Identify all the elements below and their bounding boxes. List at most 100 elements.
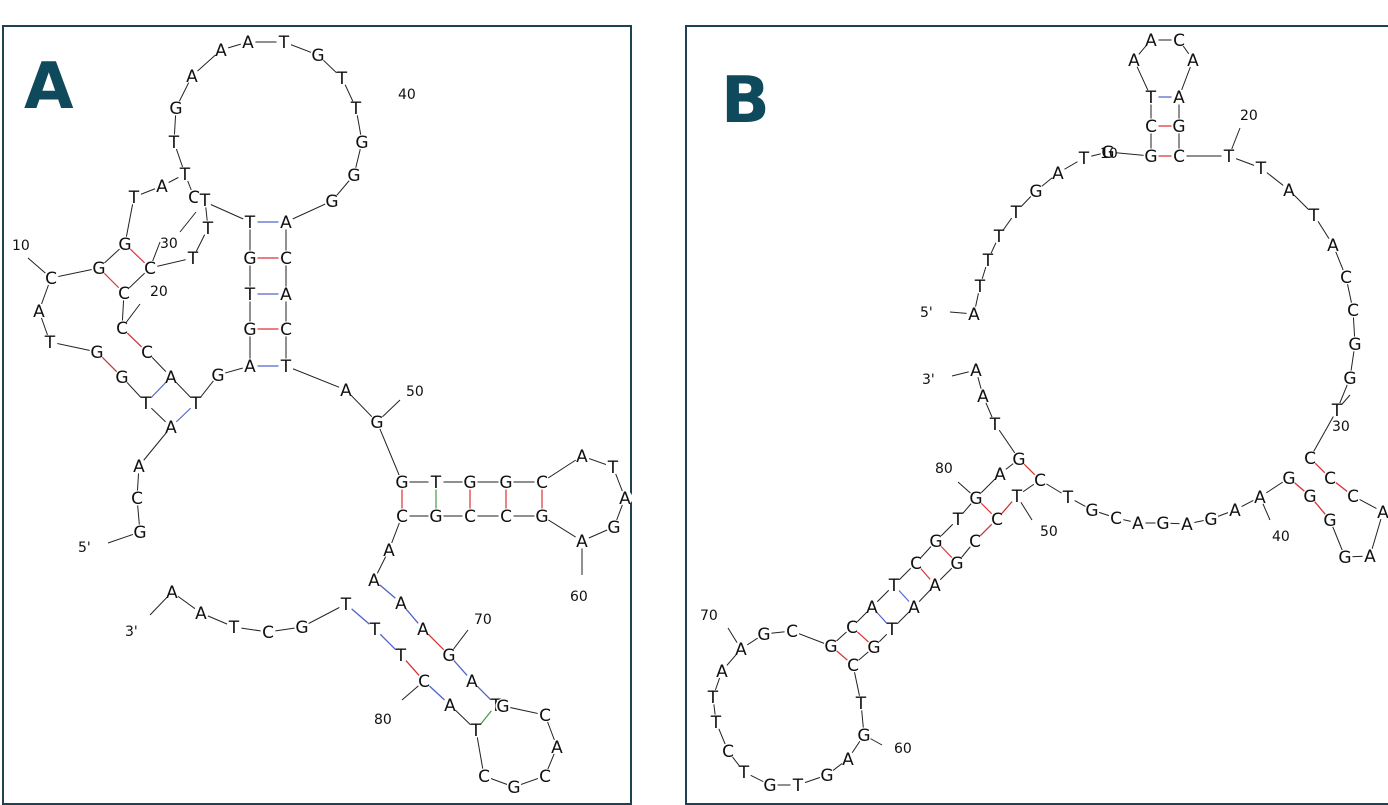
nucleotide: G <box>857 726 870 746</box>
nucleotide: C <box>500 507 512 527</box>
nucleotide: A <box>994 465 1006 485</box>
nucleotide: A <box>165 418 177 438</box>
nucleotide: A <box>1283 181 1295 201</box>
position-label-80: 80 <box>374 712 392 728</box>
nucleotide: A <box>968 305 980 325</box>
nucleotide: A <box>165 368 177 388</box>
nucleotide: A <box>735 640 747 660</box>
nucleotide: T <box>1062 488 1074 508</box>
nucleotide: T <box>278 33 290 53</box>
nucleotide: A <box>395 594 407 614</box>
nucleotide: T <box>369 620 381 640</box>
nucleotide: G <box>757 625 770 645</box>
nucleotide: G <box>90 343 103 363</box>
position-label-70: 70 <box>474 612 492 628</box>
nucleotide: G <box>295 618 308 638</box>
nucleotide: C <box>118 284 130 304</box>
nucleotide: T <box>1145 88 1157 108</box>
nucleotide: C <box>722 742 734 762</box>
position-label-50: 50 <box>1040 524 1058 540</box>
position-label-40: 40 <box>398 87 416 103</box>
nucleotide: G <box>169 99 182 119</box>
position-label-30: 30 <box>160 236 178 252</box>
nucleotide: A <box>551 738 563 758</box>
nucleotide: A <box>242 33 254 53</box>
nucleotide: G <box>211 366 224 386</box>
position-label-10: 10 <box>12 238 30 254</box>
nucleotide: C <box>847 656 859 676</box>
three-prime-end-b: 3' <box>922 372 935 388</box>
nucleotide: C <box>1340 268 1352 288</box>
position-label-80: 80 <box>935 461 953 477</box>
nucleotide: T <box>855 694 867 714</box>
nucleotide: T <box>1011 487 1023 507</box>
nucleotide: T <box>228 618 240 638</box>
nucleotide: G <box>950 554 963 574</box>
nucleotide: A <box>1377 503 1388 523</box>
nucleotide: C <box>131 489 143 509</box>
nucleotide: A <box>195 604 207 624</box>
nucleotide: A <box>340 381 352 401</box>
position-label-30: 30 <box>1332 419 1350 435</box>
nucleotide: G <box>607 518 620 538</box>
nucleotide: G <box>1303 487 1316 507</box>
nucleotide: T <box>886 620 898 640</box>
nucleotide: C <box>144 259 156 279</box>
nucleotide: G <box>820 766 833 786</box>
nucleotide: T <box>244 285 256 305</box>
nucleotide: A <box>866 598 878 618</box>
position-label-20: 20 <box>150 284 168 300</box>
nucleotide: G <box>499 473 512 493</box>
nucleotide: A <box>280 213 292 233</box>
nucleotide: G <box>1029 182 1042 202</box>
nucleotide: G <box>243 320 256 340</box>
nucleotide: T <box>336 69 348 89</box>
nucleotide: A <box>215 41 227 61</box>
nucleotide: A <box>842 750 854 770</box>
nucleotide: G <box>1323 511 1336 531</box>
nucleotide: G <box>1338 548 1351 568</box>
nucleotide: G <box>325 192 338 212</box>
nucleotide: A <box>33 302 45 322</box>
nucleotide: C <box>464 507 476 527</box>
nucleotide: T <box>989 415 1001 435</box>
nucleotide: T <box>607 458 619 478</box>
nucleotide: C <box>396 507 408 527</box>
nucleotide: T <box>1255 159 1267 179</box>
nucleotide: T <box>1010 203 1022 223</box>
nucleotide: A <box>280 285 292 305</box>
nucleotide: C <box>1145 117 1157 137</box>
nucleotide: A <box>1187 51 1199 71</box>
nucleotide: C <box>991 510 1003 530</box>
nucleotide: C <box>418 672 430 692</box>
nucleotide: G <box>1144 147 1157 167</box>
nucleotide: A <box>133 457 145 477</box>
nucleotide: A <box>1229 501 1241 521</box>
nucleotide: T <box>470 721 482 741</box>
nucleotide: C <box>1034 471 1046 491</box>
nucleotide: C <box>280 320 292 340</box>
nucleotide: T <box>888 576 900 596</box>
nucleotide: T <box>1078 149 1090 169</box>
position-labels-b: 10 20 30 40 50 60 70 80 5' 3' <box>700 108 1350 757</box>
nucleotide: A <box>908 598 920 618</box>
nucleotide: A <box>383 541 395 561</box>
nucleotide: C <box>1173 147 1185 167</box>
nucleotide: C <box>1347 301 1359 321</box>
nucleotide: C <box>969 532 981 552</box>
nucleotide: A <box>1145 31 1157 51</box>
nucleotide: T <box>993 227 1005 247</box>
nucleotide: A <box>1181 515 1193 535</box>
nucleotide: A <box>1052 164 1064 184</box>
nucleotide: G <box>395 473 408 493</box>
nucleotide: A <box>156 177 168 197</box>
position-label-20: 20 <box>1240 108 1258 124</box>
nucleotide: C <box>262 623 274 643</box>
nucleotide: G <box>969 489 982 509</box>
nucleotide: T <box>707 688 719 708</box>
three-prime-end-a: 3' <box>125 624 138 640</box>
nucleotide: A <box>929 576 941 596</box>
five-prime-end-b: 5' <box>920 305 933 321</box>
